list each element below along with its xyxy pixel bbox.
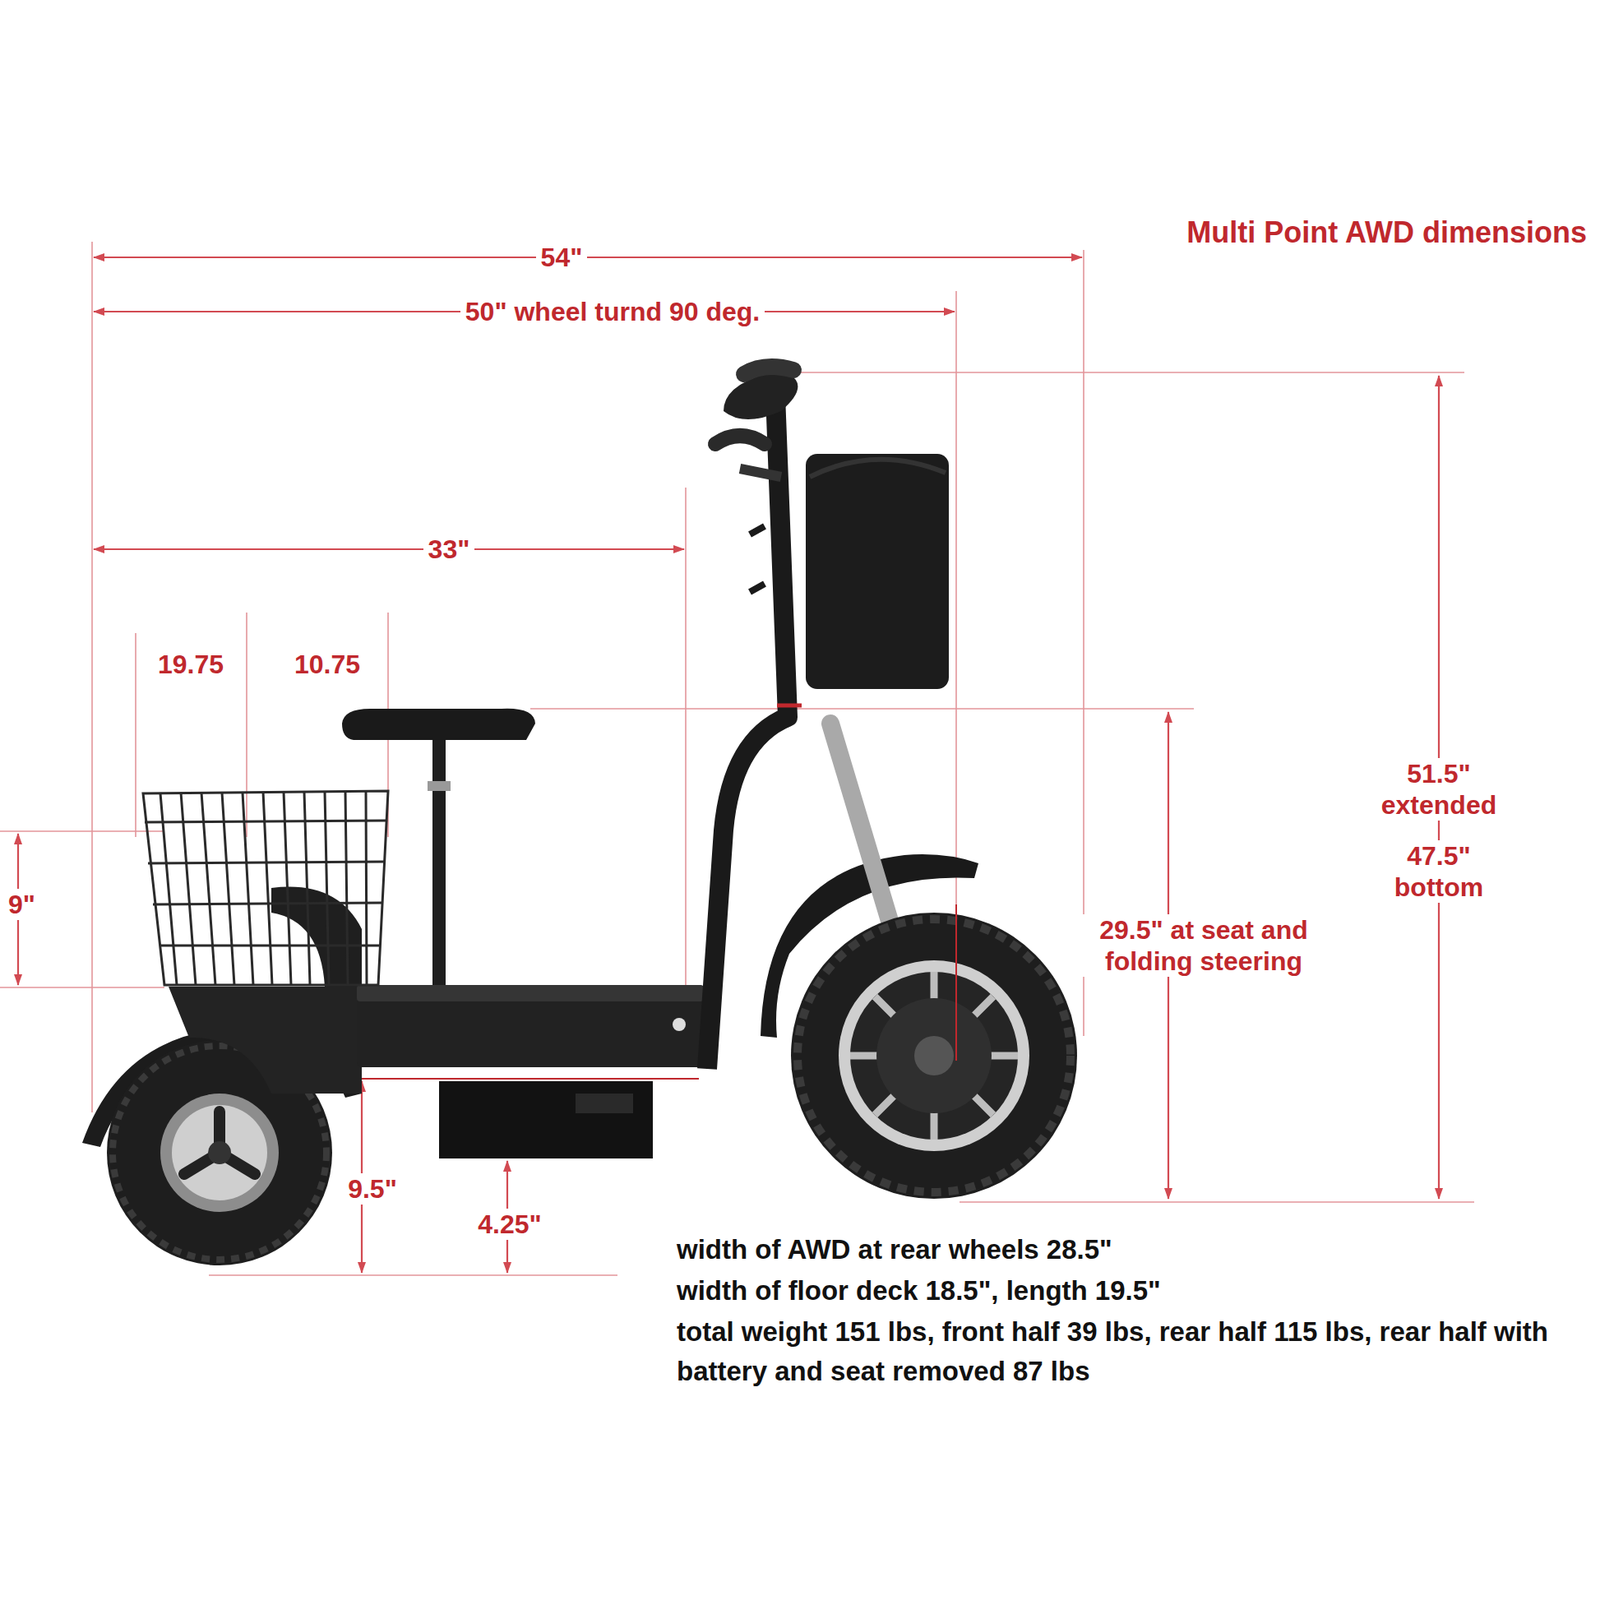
floor-deck xyxy=(356,984,704,1079)
seat xyxy=(342,708,536,740)
front-bag xyxy=(805,453,949,690)
steering-column xyxy=(749,526,765,592)
front-wheel xyxy=(955,904,958,1061)
steering-column xyxy=(723,374,798,420)
floor-deck xyxy=(356,984,704,1002)
front-wheel xyxy=(797,919,1071,1193)
front-wheel xyxy=(760,723,1078,1199)
steering-column xyxy=(715,435,765,444)
extension-line xyxy=(955,291,958,1061)
steering-column xyxy=(739,468,782,477)
rear-basket xyxy=(143,790,389,985)
dimension-arrow xyxy=(93,548,685,551)
extension-line xyxy=(208,1274,618,1277)
extension-line xyxy=(91,241,93,1113)
floor-deck xyxy=(361,1077,699,1080)
rear-basket xyxy=(160,790,367,985)
front-wheel xyxy=(850,971,1018,1140)
dimension-label: 9" xyxy=(3,888,41,921)
front-wheel xyxy=(790,912,1078,1199)
floor-deck xyxy=(356,984,704,1068)
rear-body xyxy=(168,887,362,1094)
dimension-label: 47.5" bottom xyxy=(1364,840,1514,904)
dimension-arrow xyxy=(93,256,1083,259)
battery-box xyxy=(575,1093,634,1114)
steering-column xyxy=(707,366,802,1069)
steering-column xyxy=(776,703,802,708)
dimension-arrow xyxy=(18,257,1439,1273)
extension-line xyxy=(0,830,165,833)
spec-note: width of floor deck 18.5", length 19.5" xyxy=(676,1271,1582,1311)
seat xyxy=(427,781,451,791)
seat xyxy=(342,708,536,985)
front-wheel xyxy=(838,960,1030,1152)
extension-line xyxy=(245,612,248,837)
extension-line xyxy=(0,986,165,989)
rear-wheel xyxy=(184,1111,255,1175)
floor-deck xyxy=(672,1017,686,1032)
dimension-label: 54" xyxy=(536,241,588,273)
extension-line xyxy=(959,1201,1475,1203)
steering-column xyxy=(744,366,794,375)
dimension-label: 50" wheel turnd 90 deg. xyxy=(460,295,765,328)
dimension-label: 19.75 xyxy=(152,648,229,680)
rear-wheel xyxy=(171,1105,268,1201)
dimension-label: 10.75 xyxy=(289,648,366,680)
spec-note: total weight 151 lbs, front half 39 lbs,… xyxy=(676,1312,1582,1392)
dimension-label: 51.5" extended xyxy=(1364,758,1514,822)
extension-line xyxy=(786,371,1465,374)
battery-box xyxy=(439,1081,653,1159)
front-wheel xyxy=(914,1035,954,1076)
front-bag xyxy=(809,459,946,477)
spec-note: width of AWD at rear wheels 28.5" xyxy=(676,1230,1582,1270)
diagram-title: Multi Point AWD dimensions xyxy=(1186,215,1587,250)
extension-line xyxy=(0,241,1475,1276)
rear-body xyxy=(168,986,362,1094)
battery-box xyxy=(439,1081,653,1159)
dimension-label: 4.25" xyxy=(472,1208,546,1240)
rear-wheel xyxy=(208,1141,232,1165)
seat xyxy=(432,739,446,985)
rear-wheel xyxy=(160,1093,279,1212)
dimension-label: 29.5" at seat and folding steering xyxy=(1079,914,1328,978)
extension-line xyxy=(530,707,1194,710)
extension-line xyxy=(134,633,137,837)
dimension-label: 9.5" xyxy=(342,1173,403,1205)
extension-line xyxy=(684,487,687,1051)
front-wheel xyxy=(850,971,1018,1140)
front-wheel xyxy=(876,998,992,1114)
front-bag xyxy=(805,453,949,690)
dimension-label: 33" xyxy=(423,533,476,565)
rear-basket xyxy=(143,790,389,985)
